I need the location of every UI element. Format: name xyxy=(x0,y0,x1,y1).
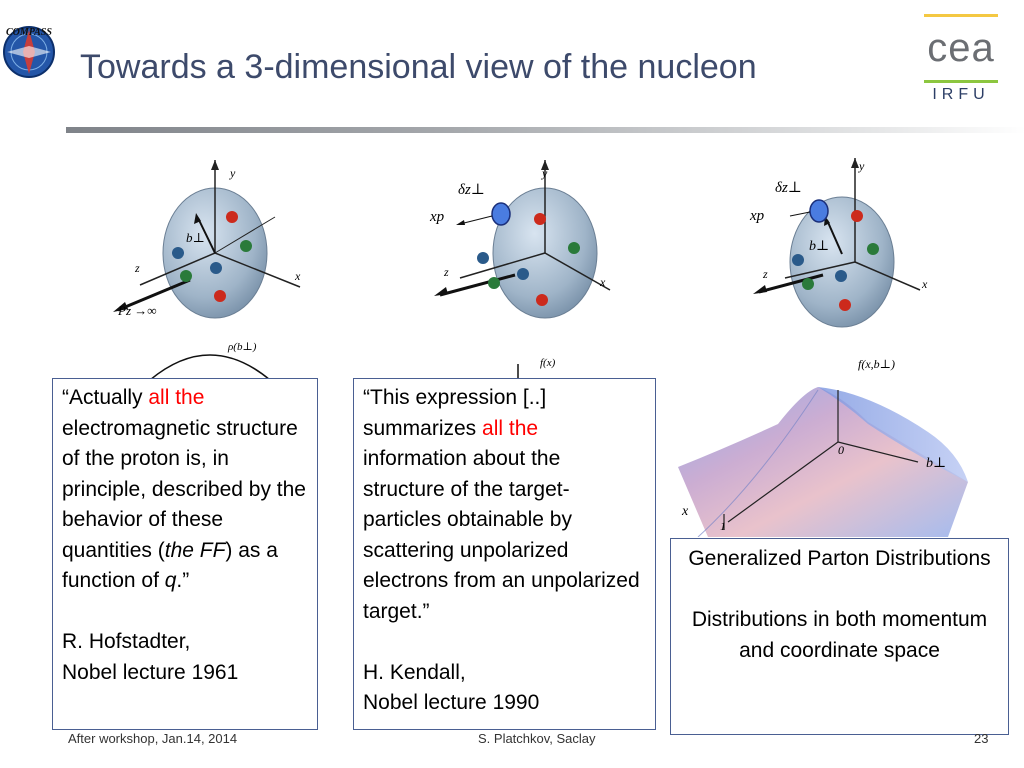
gpd-surface-plot: f(x,b⊥) 0 b⊥ x 1 xyxy=(668,352,998,538)
momentum-label: Pz →∞ xyxy=(117,303,157,318)
highlight-text: all the xyxy=(482,416,539,440)
delta-z-label: δz⊥ xyxy=(458,182,485,198)
cea-text: cea xyxy=(927,26,995,70)
xp-label: xp xyxy=(429,209,445,225)
page-number: 23 xyxy=(974,731,989,746)
quote-source: Nobel lecture 1990 xyxy=(363,691,540,714)
y-axis-label: y xyxy=(858,159,865,173)
gpd-title: Generalized Parton Distributions xyxy=(688,547,991,570)
figure-nucleon-longitudinal: y x z δz⊥ xp f(x) xyxy=(420,150,650,380)
quote-author: R. Hofstadter, xyxy=(62,630,191,653)
hofstadter-quote-text: “Actually all the electromagnetic struct… xyxy=(62,386,306,592)
b-perp-label: b⊥ xyxy=(809,239,829,254)
f-x-b-label: f(x,b⊥) xyxy=(858,357,895,371)
z-axis-label: z xyxy=(443,265,449,279)
quote-source: Nobel lecture 1961 xyxy=(62,660,239,684)
title-divider xyxy=(66,127,1024,133)
y-axis-label: y xyxy=(229,166,236,180)
delta-z-label: δz⊥ xyxy=(775,180,802,196)
z-axis-label: z xyxy=(762,267,768,281)
irfu-text: IRFU xyxy=(932,86,990,103)
cea-irfu-logo: cea IRFU xyxy=(922,14,1000,106)
footer-left: After workshop, Jan.14, 2014 xyxy=(68,731,238,746)
highlight-text: all the xyxy=(148,386,205,409)
y-axis-label: y xyxy=(541,166,548,180)
slide-title: Towards a 3-dimensional view of the nucl… xyxy=(80,48,757,86)
hofstadter-quote-box: “Actually all the electromagnetic struct… xyxy=(52,378,318,730)
f-x-label: f(x) xyxy=(540,357,556,369)
quote-author: H. Kendall, xyxy=(363,660,466,684)
gpd-description: Distributions in both momentum and coord… xyxy=(691,608,988,662)
x-axis-label: x xyxy=(921,277,928,291)
kendall-quote-text: “This expression [..] summarizes all the… xyxy=(363,386,640,623)
logo-gold-bar xyxy=(924,14,998,17)
figure-nucleon-transverse: y x z b⊥ Pz →∞ ρ(b⊥) xyxy=(110,150,340,381)
figure-nucleon-combined: y x z δz⊥ xp b⊥ xyxy=(745,150,985,340)
compass-logo-text: COMPASS xyxy=(6,27,52,38)
b-perp-axis-label: b⊥ xyxy=(926,456,946,471)
logo-green-bar xyxy=(924,80,998,83)
z-axis-label: z xyxy=(134,261,140,275)
rho-label: ρ(b⊥) xyxy=(227,341,257,353)
one-label: 1 xyxy=(720,519,726,533)
compass-logo: COMPASS xyxy=(0,18,60,78)
footer-center: S. Platchkov, Saclay xyxy=(478,731,596,746)
b-perp-label: b⊥ xyxy=(186,230,205,245)
kendall-quote-box: “This expression [..] summarizes all the… xyxy=(353,378,656,730)
zero-label: 0 xyxy=(838,443,844,457)
x-axis-label: x xyxy=(599,275,606,289)
gpd-description-box: Generalized Parton Distributions Distrib… xyxy=(670,538,1009,735)
x-axis-label: x xyxy=(294,269,301,283)
x-axis-label: x xyxy=(681,504,689,519)
xp-label: xp xyxy=(749,208,765,224)
